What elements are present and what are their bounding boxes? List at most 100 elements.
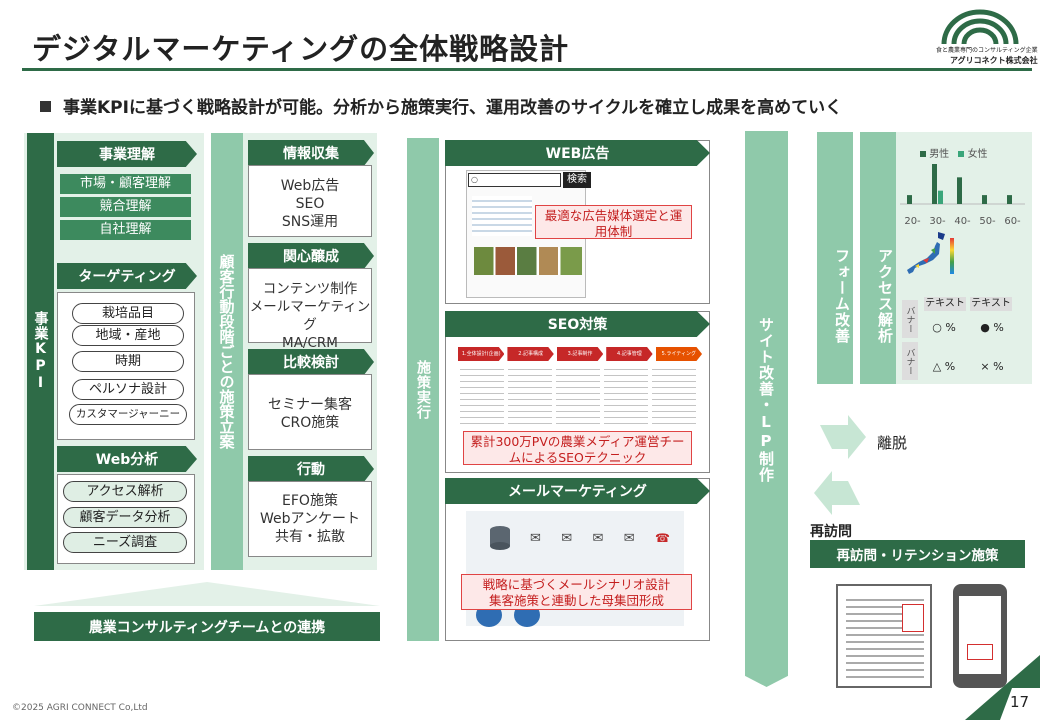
mail-icon: ✉ — [561, 531, 573, 546]
ab-cell-1-2: ● % — [980, 321, 1004, 334]
ab-cell-1-1: ○ % — [932, 321, 956, 334]
stage-info-head: 情報収集 — [248, 140, 374, 166]
ab-col-header-1: テキスト — [924, 297, 966, 311]
consulting-bar: 農業コンサルティングチームとの連携 — [34, 612, 380, 641]
seo-head: SEO対策 — [445, 311, 710, 337]
x-tick-label: 30- — [929, 216, 946, 227]
page-number: 17 — [1010, 693, 1030, 711]
kpi-label: 事業KPI — [27, 133, 54, 570]
company-logo — [940, 8, 1020, 46]
legend-swatch-male — [920, 151, 926, 157]
x-tick-label: 40- — [954, 216, 971, 227]
seo-step-4: 4.記事管理 — [606, 347, 653, 361]
exec-label: 施策実行 — [407, 138, 439, 641]
churn-label: 離脱 — [877, 434, 908, 452]
legend-male-label: 男性 — [929, 149, 950, 160]
bar-30--男性 — [932, 164, 937, 204]
revisit-retention-box: 再訪問・リテンション施策 — [810, 540, 1025, 568]
targeting-head: ターゲティング — [57, 263, 197, 289]
phone-screen — [959, 596, 1001, 674]
self-understanding-tag: 自社理解 — [60, 220, 191, 240]
mail-head: メールマーケティング — [445, 478, 710, 504]
x-tick-label: 20- — [904, 216, 921, 227]
mail-icon: ✉ — [623, 531, 635, 546]
web-ad-note: 最適な広告媒体選定と運用体制 — [535, 205, 692, 239]
mock-highlight — [902, 604, 924, 632]
seo-note: 累計300万PVの農業メディア運営チームによるSEOテクニック — [463, 431, 692, 465]
page-subtitle: 事業KPIに基づく戦略設計が可能。分析から施策実行、運用改善のサイクルを確立し成… — [40, 93, 842, 118]
mail-icon: ✉ — [530, 531, 541, 546]
phone-mock-highlight — [967, 644, 993, 660]
cycle-arrows-icon — [800, 415, 880, 515]
stage-interest-head: 関心醸成 — [248, 243, 374, 269]
access-analysis-pill: アクセス解析 — [63, 481, 187, 502]
competitor-tag: 競合理解 — [60, 197, 191, 217]
seo-step-details — [460, 366, 700, 424]
stage-compare-box — [248, 374, 372, 450]
x-tick-label: 60- — [1004, 216, 1021, 227]
chart-legend: 男性 女性 — [920, 145, 988, 160]
revisit-label: 再訪問 — [810, 524, 852, 540]
legend-swatch-female — [958, 151, 965, 157]
seo-step-1: 1.全体設計(企画) — [458, 347, 505, 361]
region-pill: 地域・産地 — [72, 325, 184, 346]
seo-steps: 1.全体設計(企画) 2.記事構成 3.記事制作 4.記事管理 5.ライティング — [458, 347, 703, 361]
ab-col-header-2: テキスト — [970, 297, 1012, 311]
ab-cell-2-1: △ % — [932, 360, 956, 373]
journey-pill: カスタマージャーニー — [69, 404, 187, 425]
stage-compare-head: 比較検討 — [248, 349, 374, 375]
site-improvement-label: サイト改善・LP制作 — [757, 317, 775, 483]
business-understanding-head: 事業理解 — [57, 141, 197, 167]
seo-step-2: 2.記事構成 — [507, 347, 554, 361]
age-bar-chart: 20- 30- 40- 50- 60- — [900, 164, 1025, 227]
market-customer-tag: 市場・顧客理解 — [60, 174, 191, 194]
copyright: ©2025 AGRI CONNECT Co,Ltd — [12, 703, 148, 713]
title-divider — [22, 68, 1032, 71]
seo-step-3: 3.記事制作 — [556, 347, 604, 361]
search-input: ○ — [468, 173, 561, 187]
phone-icon: ☎ — [655, 531, 670, 545]
stage-info-box — [248, 165, 372, 237]
result-lines — [472, 196, 532, 236]
analytics-panel — [896, 132, 1032, 384]
persona-pill: ペルソナ設計 — [72, 379, 184, 400]
site-improvement-column — [745, 131, 788, 687]
bar-60--男性 — [1007, 195, 1012, 204]
x-tick-label: 50- — [979, 216, 996, 227]
customer-data-pill: 顧客データ分析 — [63, 507, 187, 528]
stage-action-box — [248, 481, 372, 557]
web-analysis-head: Web分析 — [57, 446, 197, 472]
stage-action-head: 行動 — [248, 456, 374, 482]
map-gradient-bar — [950, 238, 954, 274]
web-ad-head: WEB広告 — [445, 140, 710, 166]
legend-female-label: 女性 — [967, 149, 988, 160]
search-button: 検索 — [563, 172, 591, 188]
desktop-page-mock — [836, 584, 932, 688]
form-improvement-label: フォーム改善 — [817, 132, 853, 384]
logo-tagline: 食と農業専門のコンサルティング企業 — [936, 47, 1038, 54]
search-icon: ○ — [471, 175, 478, 184]
ab-row-header-1: バナー — [902, 300, 918, 338]
customer-stage-label: 顧客行動段階ごとの施策立案 — [211, 133, 243, 570]
bar-20--男性 — [907, 195, 912, 204]
database-icon — [489, 525, 511, 551]
page-title: デジタルマーケティングの全体戦略設計 — [32, 32, 570, 66]
mail-note: 戦略に基づくメールシナリオ設計集客施策と連動した母集団形成 — [461, 574, 692, 610]
ab-row-header-2: バナー — [902, 342, 918, 380]
season-pill: 時期 — [72, 351, 184, 372]
mail-icon: ✉ — [592, 531, 604, 546]
result-thumbnails — [474, 247, 582, 275]
ab-cell-2-2: × % — [980, 360, 1004, 373]
logo-company-name: アグリコネクト株式会社 — [950, 56, 1038, 65]
seo-step-5: 5.ライティング — [655, 347, 703, 361]
needs-survey-pill: ニーズ調査 — [63, 532, 187, 553]
bar-40--男性 — [957, 177, 962, 204]
phone-mock — [953, 584, 1007, 688]
crop-pill: 栽培品目 — [72, 303, 184, 324]
japan-map-icon — [905, 230, 950, 276]
bar-50--男性 — [982, 195, 987, 204]
mail-flow: ✉ ✉ ✉ ✉ ☎ — [530, 531, 670, 546]
